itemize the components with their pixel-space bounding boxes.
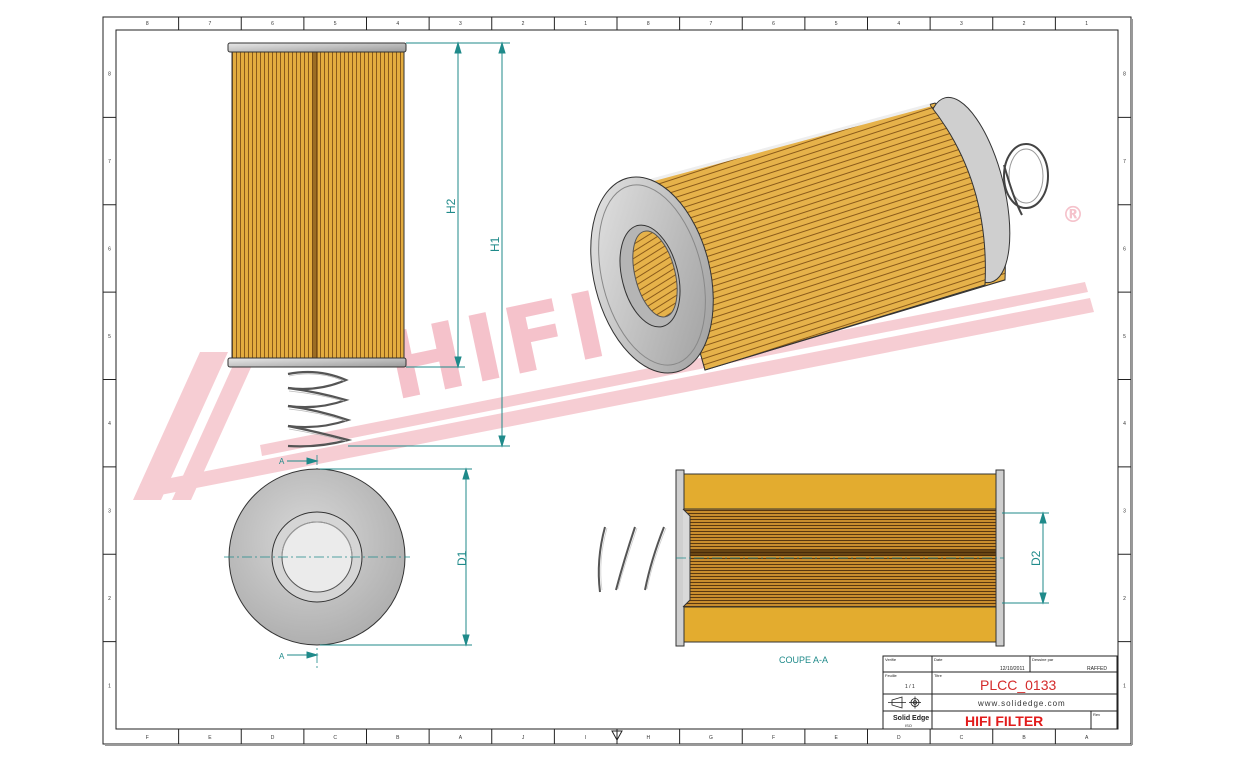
border-zone-label: C — [333, 735, 337, 741]
tb-title-label: Titre — [934, 673, 943, 678]
border-zone-label: G — [709, 735, 713, 741]
border-zone-label: 8 — [146, 21, 149, 27]
border-zone-label: 3 — [960, 21, 963, 27]
bottom-view — [224, 468, 410, 646]
border-zone-label: F — [146, 735, 149, 741]
tb-sheet-value: 1 / 1 — [905, 684, 915, 690]
section-springs — [597, 526, 665, 593]
border-zone-label: 4 — [396, 21, 399, 27]
border-zone-label: J — [522, 735, 525, 741]
section-view — [597, 469, 1005, 647]
border-zone-label: 1 — [1123, 683, 1126, 689]
dimension-d2-label: D2 — [1029, 550, 1043, 566]
tb-rev-label: Rev — [1093, 712, 1100, 717]
dimension-h2-label: H2 — [444, 198, 458, 214]
dimension-h1-label: H1 — [488, 236, 502, 252]
bottom-endcap — [227, 357, 407, 368]
border-zone-label: 3 — [108, 509, 111, 515]
border-zone-label: C — [960, 735, 964, 741]
section-marker-top: A — [279, 457, 285, 466]
border-zone-label: 4 — [1123, 421, 1126, 427]
border-zone-label: 5 — [108, 334, 111, 340]
border-zone-label: A — [1085, 735, 1089, 741]
border-zone-label: 6 — [772, 21, 775, 27]
section-caption: COUPE A-A — [779, 655, 828, 665]
tb-designer-value: RAFFED — [1087, 666, 1107, 672]
tb-drawn-by-label: Dessine par — [1032, 657, 1054, 662]
border-zone-label: 7 — [108, 159, 111, 165]
border-zone-label: 5 — [1123, 334, 1126, 340]
border-zone-label: 2 — [522, 21, 525, 27]
border-zone-label: 1 — [108, 683, 111, 689]
border-zone-label: 6 — [108, 246, 111, 252]
tb-part-number: PLCC_0133 — [980, 677, 1056, 693]
border-zone-label: 2 — [1023, 21, 1026, 27]
border-zone-label: I — [585, 735, 586, 741]
border-zone-label: F — [772, 735, 775, 741]
tb-software: Solid Edge — [893, 715, 929, 722]
border-zone-label: 6 — [1123, 246, 1126, 252]
section-marker-bottom: A — [279, 652, 285, 661]
tb-verified-label: Verifie — [885, 657, 897, 662]
border-zone-label: 6 — [271, 21, 274, 27]
watermark-registered-mark: ® — [1062, 203, 1084, 228]
border-zone-label: 8 — [108, 72, 111, 78]
tb-date-value: 12/10/2011 — [1000, 666, 1025, 672]
border-zone-label: D — [271, 735, 275, 741]
border-zone-label: D — [897, 735, 901, 741]
border-zone-label: 8 — [1123, 72, 1126, 78]
title-block: Verifie Date Dessine par Feuille Titre 1… — [882, 655, 1118, 730]
border-zone-label: 3 — [459, 21, 462, 27]
border-zone-label: 7 — [1123, 159, 1126, 165]
tb-sheet-label: Feuille — [885, 673, 898, 678]
border-zone-label: 1 — [584, 21, 587, 27]
border-zone-label: 1 — [1085, 21, 1088, 27]
border-zone-label: 3 — [1123, 509, 1126, 515]
projection-symbol-icon — [888, 696, 921, 709]
border-zone-label: 7 — [209, 21, 212, 27]
border-zone-label: 2 — [1123, 596, 1126, 602]
border-zone-label: 2 — [108, 596, 111, 602]
dimension-h1 — [348, 41, 510, 448]
border-zone-label: 8 — [647, 21, 650, 27]
tb-date-label: Date — [934, 657, 943, 662]
border-zone-label: B — [1022, 735, 1026, 741]
tb-software-sub: ISO — [905, 723, 912, 728]
section-cut-line — [287, 457, 319, 659]
border-zone-label: H — [647, 735, 651, 741]
border-zone-label: 5 — [835, 21, 838, 27]
dimension-d1 — [320, 467, 472, 647]
tb-website: www.solidedge.com — [977, 699, 1066, 708]
dimension-d1-label: D1 — [455, 550, 469, 566]
border-zone-label: 7 — [710, 21, 713, 27]
tb-company: HIFI FILTER — [965, 713, 1043, 729]
border-zone-label: E — [835, 735, 839, 741]
border-zone-label: B — [396, 735, 400, 741]
isometric-view — [590, 96, 1049, 374]
border-zone-label: 5 — [334, 21, 337, 27]
front-view — [227, 42, 407, 668]
spring — [287, 370, 353, 448]
top-endcap — [227, 42, 407, 53]
border-zone-label: 4 — [897, 21, 900, 27]
border-zone-label: A — [459, 735, 463, 741]
dimension-d2 — [1002, 511, 1049, 605]
border-zone-label: E — [208, 735, 212, 741]
border-zone-label: 4 — [108, 421, 111, 427]
